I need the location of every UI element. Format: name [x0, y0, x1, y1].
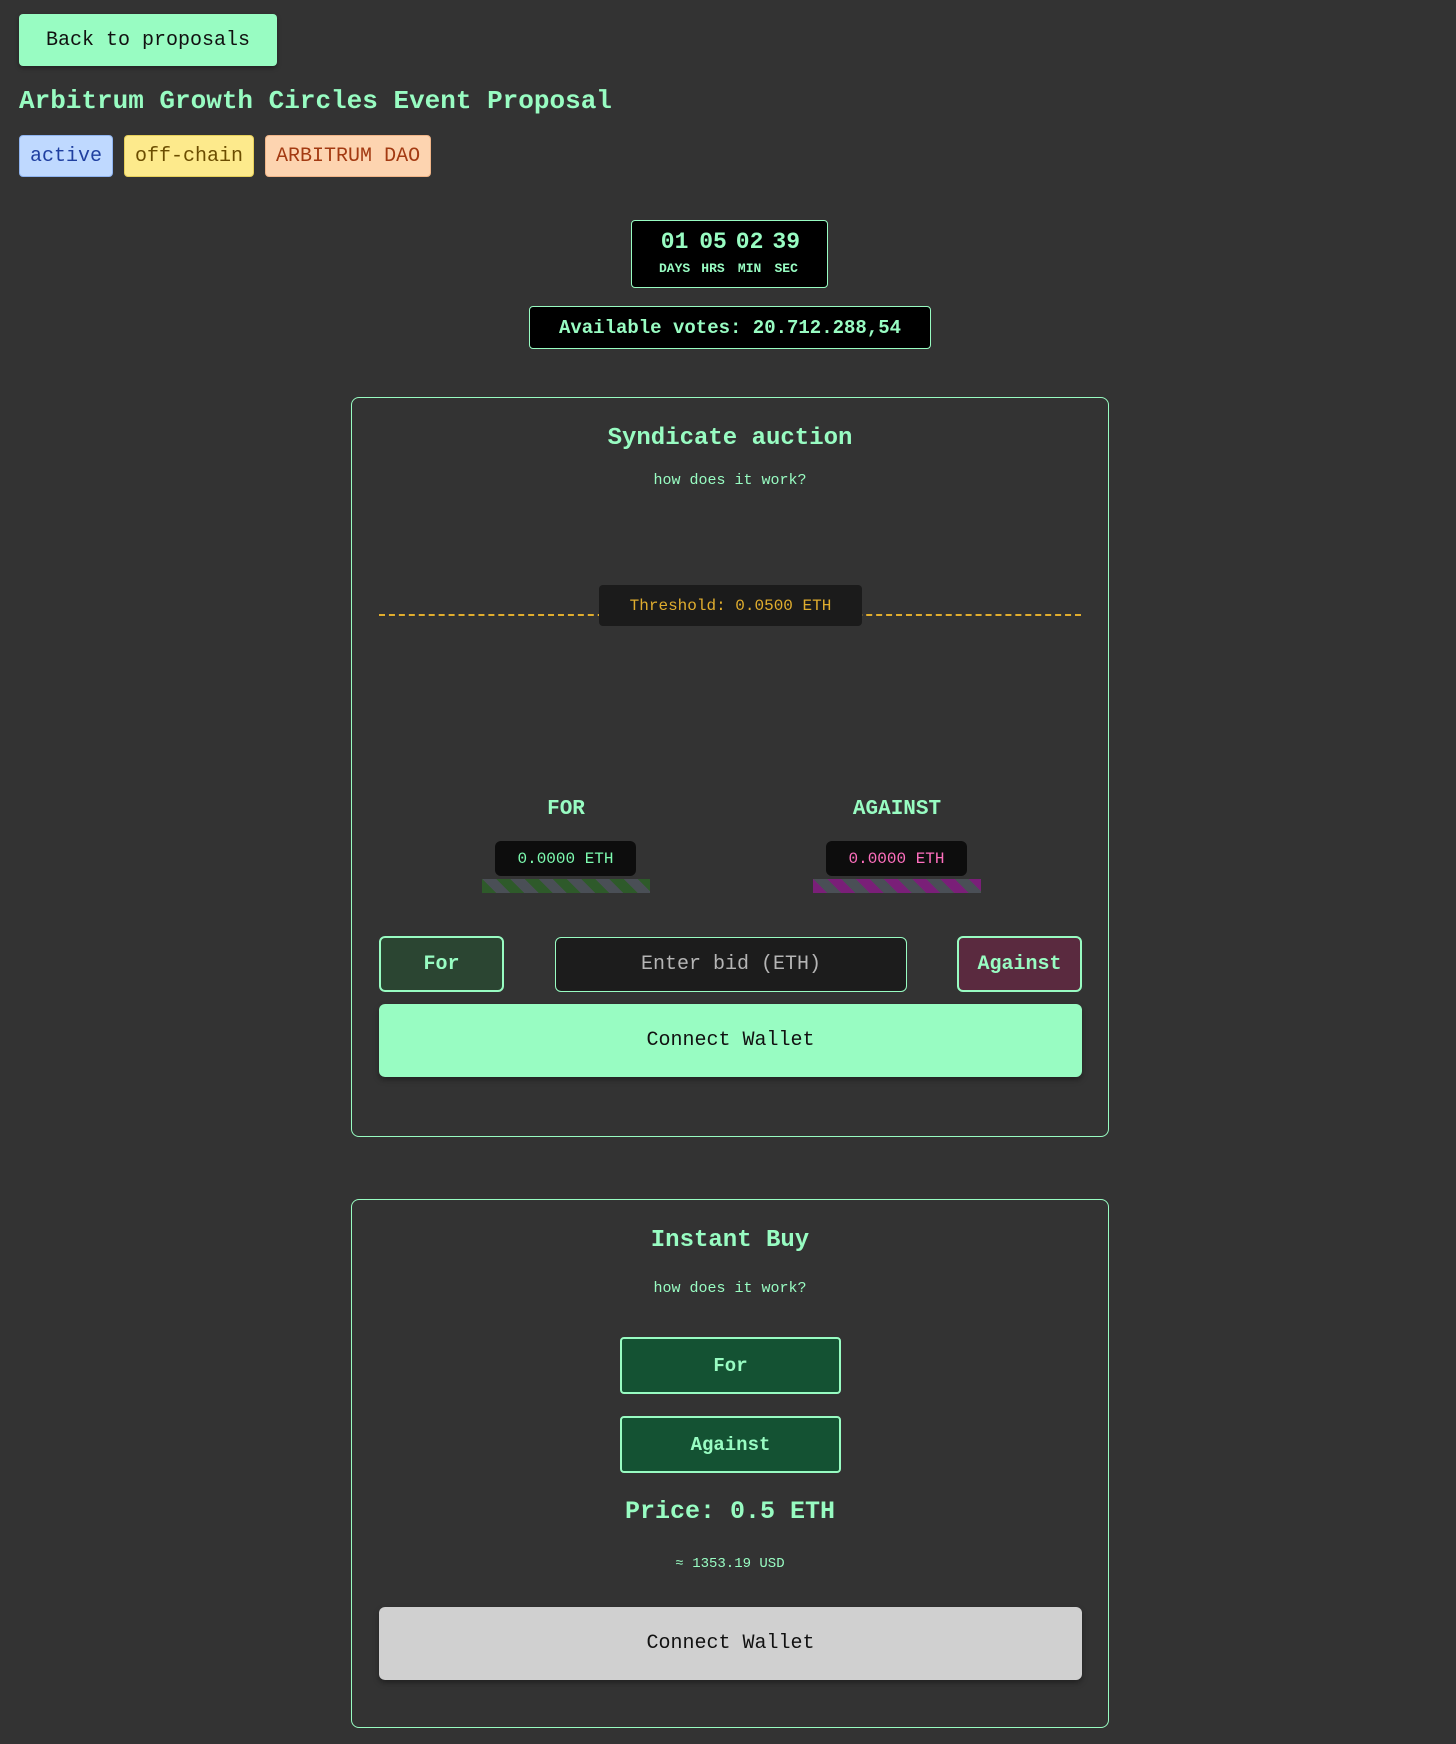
- available-votes: Available votes: 20.712.288,54: [529, 306, 931, 349]
- countdown-minutes: 02 MIN: [736, 229, 764, 287]
- countdown-days-value: 01: [660, 229, 689, 255]
- countdown-seconds-label: SEC: [774, 261, 798, 276]
- countdown-minutes-value: 02: [735, 229, 764, 255]
- for-amount: 0.0000 ETH: [495, 841, 636, 876]
- for-heading: FOR: [547, 798, 585, 821]
- countdown-minutes-label: MIN: [737, 261, 762, 276]
- back-to-proposals-button[interactable]: Back to proposals: [19, 14, 277, 66]
- instant-buy-title: Instant Buy: [650, 1227, 810, 1254]
- type-badge-off-chain: off-chain: [124, 135, 255, 177]
- instant-buy-connect-wallet-button[interactable]: Connect Wallet: [379, 1607, 1082, 1680]
- for-progress-bar: [482, 879, 650, 893]
- dao-badge: ARBITRUM DAO: [265, 135, 432, 177]
- threshold-label: Threshold: 0.0500 ETH: [599, 585, 862, 626]
- instant-buy-card: Instant Buy how does it work? For Agains…: [351, 1199, 1109, 1728]
- countdown-days-label: DAYS: [658, 261, 691, 276]
- against-progress-bar: [813, 879, 981, 893]
- countdown-hours-value: 05: [699, 229, 727, 255]
- syndicate-connect-wallet-button[interactable]: Connect Wallet: [379, 1004, 1082, 1077]
- countdown-seconds: 39 SEC: [772, 229, 800, 287]
- countdown-timer: 01 DAYS 05 HRS 02 MIN 39 SEC: [631, 220, 828, 288]
- instant-buy-usd-estimate: ≈ 1353.19 USD: [675, 1556, 785, 1572]
- against-amount: 0.0000 ETH: [826, 841, 967, 876]
- against-heading: AGAINST: [852, 798, 942, 821]
- proposal-tags: active off-chain ARBITRUM DAO: [19, 135, 432, 177]
- countdown-seconds-value: 39: [772, 229, 801, 255]
- instant-buy-for-button[interactable]: For: [620, 1337, 841, 1394]
- syndicate-against-button[interactable]: Against: [957, 936, 1082, 992]
- countdown-days: 01 DAYS: [659, 229, 690, 287]
- bid-input[interactable]: [555, 937, 907, 992]
- status-badge-active: active: [19, 135, 114, 177]
- instant-buy-against-button[interactable]: Against: [620, 1416, 841, 1473]
- syndicate-auction-title: Syndicate auction: [607, 425, 853, 452]
- syndicate-how-it-works-link[interactable]: how does it work?: [653, 472, 807, 489]
- countdown-hours: 05 HRS: [699, 229, 727, 287]
- proposal-title: Arbitrum Growth Circles Event Proposal: [19, 86, 612, 116]
- instant-buy-how-it-works-link[interactable]: how does it work?: [653, 1280, 807, 1297]
- countdown-hours-label: HRS: [701, 261, 725, 276]
- instant-buy-price: Price: 0.5 ETH: [624, 1497, 836, 1526]
- syndicate-auction-card: Syndicate auction how does it work? Thre…: [351, 397, 1109, 1137]
- syndicate-for-button[interactable]: For: [379, 936, 504, 992]
